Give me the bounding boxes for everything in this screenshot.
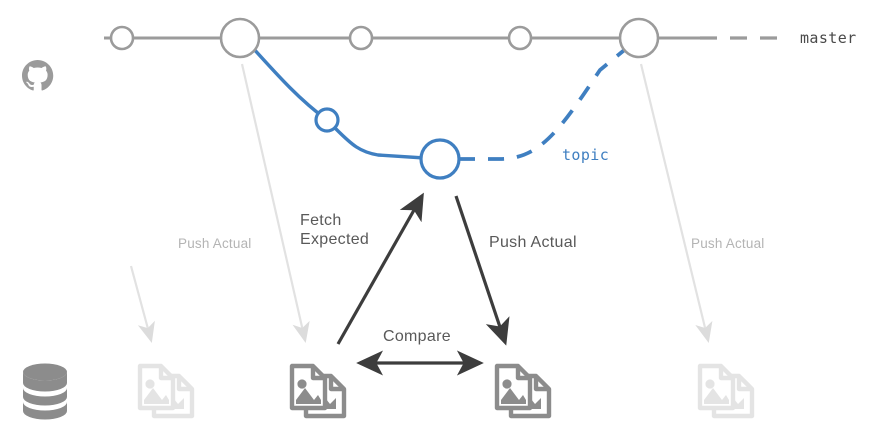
commit-node-t1[interactable] [314,107,340,133]
database-top-disc [23,363,67,381]
artifact-icon-4[interactable] [697,363,755,419]
topic-commit-nodes [314,107,461,180]
artifact-front-mountain [144,388,169,404]
artifact-front-fold [158,366,173,381]
artifact-front-sun [145,379,155,389]
commit-node-t2[interactable] [419,138,461,180]
annotation-push-actual-3: Push Actual [691,236,765,251]
image-document-icon [137,363,195,419]
artifact-front-mountain [501,388,526,404]
artifact-icon-1[interactable] [137,363,195,419]
artifact-front-fold [310,366,325,381]
annotation-push-actual-1: Push Actual [178,236,252,251]
artifact-front-sun [297,379,307,389]
artifact-back-fold [328,376,344,392]
image-document-icon [697,363,755,419]
topic-merge-dashed [459,45,630,161]
artifact-front-sun [705,379,715,389]
arrow-push-actual-2 [454,195,510,346]
database-band-2 [23,388,67,406]
image-document-icon [289,363,347,419]
annotation-push-actual-2: Push Actual [489,234,577,251]
artifact-icon-2[interactable] [289,363,347,419]
artifact-front-mountain [704,388,729,404]
arrow-fetch-expected [336,192,424,345]
github-icon [22,60,54,91]
topic-segment-solid [334,127,442,161]
annotation-fetch-expected: Fetch Expected [300,212,370,248]
database-icon [23,363,67,420]
arrow-push-actual-3-source [639,63,713,343]
arrow-fetch-expected-source [240,63,310,344]
branch-label-topic: topic [562,146,610,164]
faded-arrows [129,63,713,344]
commit-node-m1[interactable] [109,25,135,51]
image-document-icon [494,363,552,419]
database-band-3 [23,402,67,420]
dark-arrows [336,192,510,376]
artifact-back-fold [176,376,192,392]
branch-label-master: master [800,29,857,47]
master-commit-nodes [109,17,660,59]
arrow-push-actual-1 [129,265,155,343]
annotation-compare: Compare [383,328,451,345]
artifact-back-fold [533,376,549,392]
commit-node-m4[interactable] [507,25,533,51]
commit-node-m2[interactable] [219,17,261,59]
commit-node-m3[interactable] [348,25,374,51]
artifact-front-fold [718,366,733,381]
artifact-icon-3[interactable] [494,363,552,419]
commit-node-m5[interactable] [618,17,660,59]
artifact-back-fold [736,376,752,392]
artifact-front-sun [502,379,512,389]
topic-fork-curve [250,45,329,122]
artifact-front-fold [515,366,530,381]
artifact-front-mountain [296,388,321,404]
database-band-1 [23,371,67,392]
